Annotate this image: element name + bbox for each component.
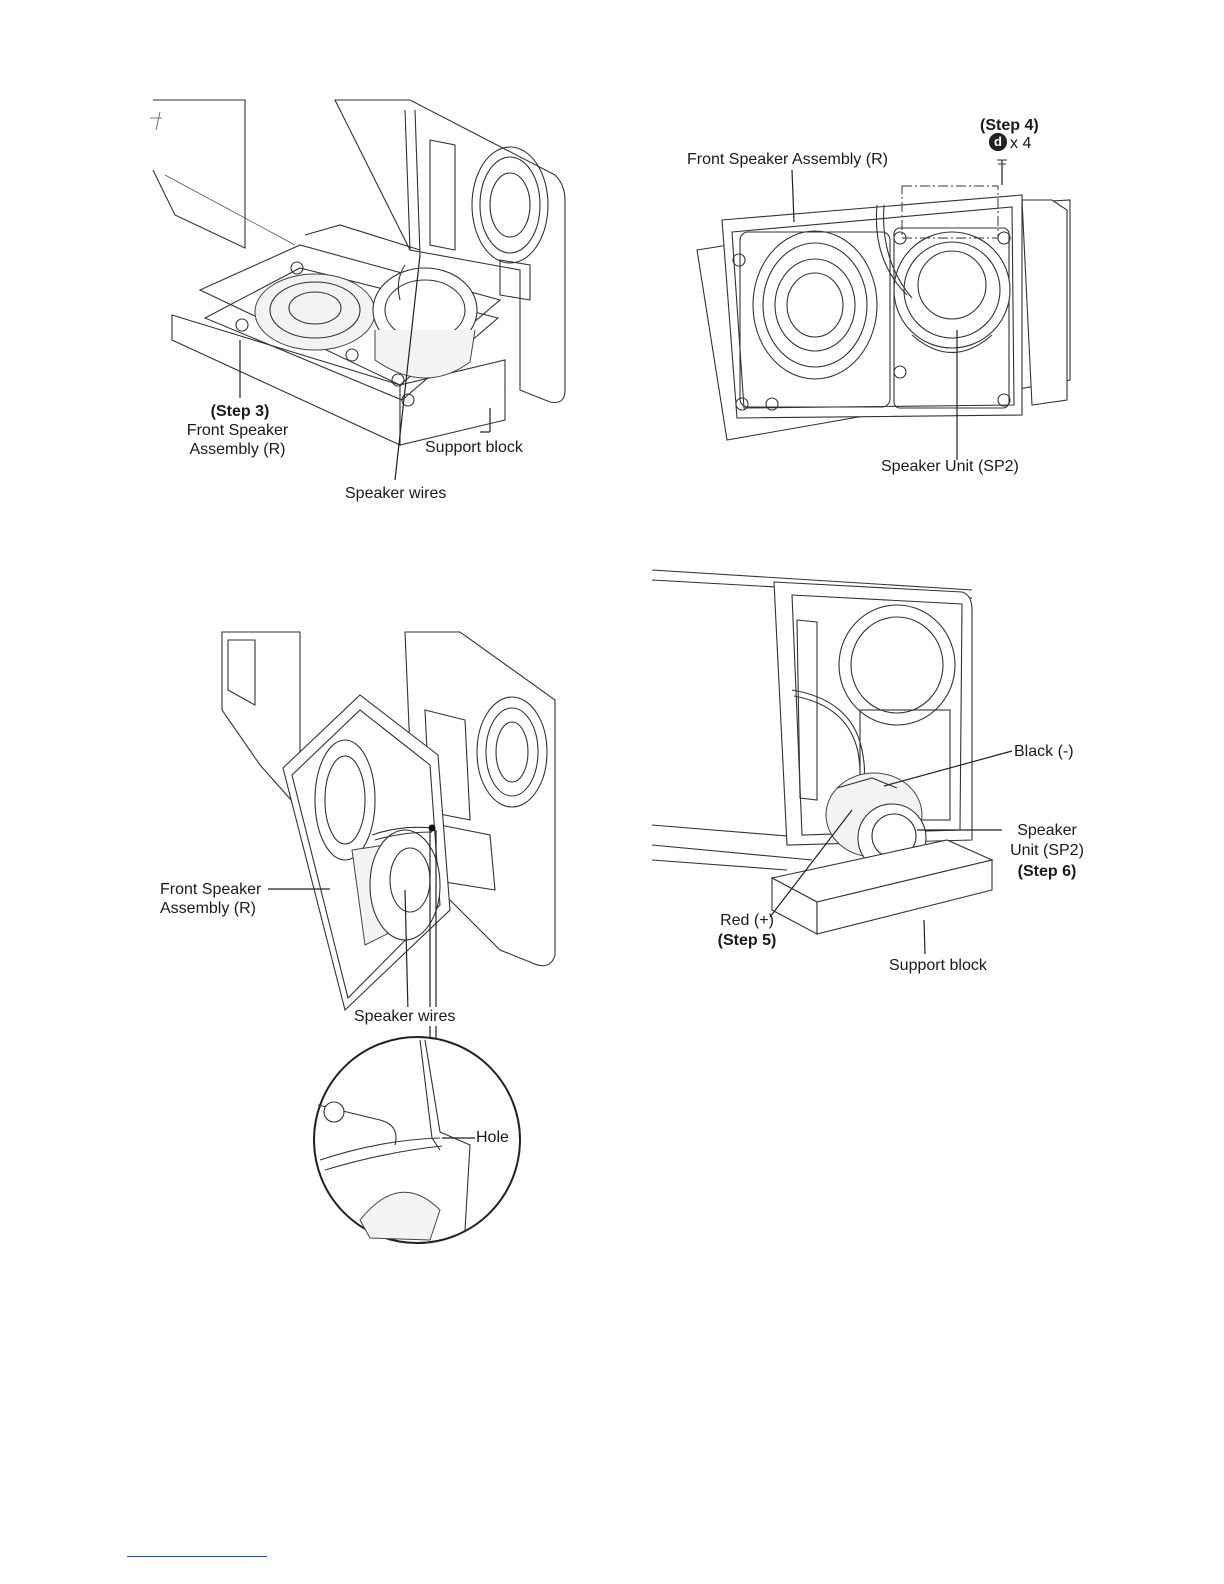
front-speaker-assembly-label-line1: Front Speaker (170, 421, 305, 440)
speaker-unit-label-line2: Unit (SP2) (997, 841, 1097, 860)
screw-count-label: x 4 (1010, 134, 1031, 153)
step5-6-illustration (612, 560, 1224, 1000)
hole-label: Hole (476, 1128, 509, 1147)
panel-wires-hole-diagram: Front Speaker Assembly (R) Speaker wires… (0, 560, 612, 1260)
black-wire-label: Black (-) (1014, 742, 1074, 761)
wires-hole-illustration (0, 560, 612, 1260)
screw-d-icon: d (989, 133, 1007, 151)
step4-label: (Step 4) (980, 116, 1039, 135)
front-speaker-assembly-label: Front Speaker Assembly (R) (687, 150, 888, 169)
step5-label: (Step 5) (707, 931, 787, 950)
front-speaker-assembly-label-line2: Assembly (R) (160, 899, 256, 918)
panel-step5-6-diagram: Black (-) Speaker Unit (SP2) (Step 6) Re… (612, 560, 1224, 1000)
support-block-label: Support block (425, 438, 523, 457)
panel-step4-diagram: (Step 4) d x 4 Front Speaker Assembly (R… (612, 0, 1224, 520)
panel-step3-diagram: (Step 3) Front Speaker Assembly (R) Supp… (0, 0, 612, 520)
red-wire-label: Red (+) (707, 911, 787, 930)
screw-icon-letter: d (994, 134, 1002, 149)
speaker-wires-label: Speaker wires (345, 484, 446, 503)
speaker-unit-label-line1: Speaker (997, 821, 1097, 840)
support-block-label: Support block (889, 956, 987, 975)
step3-label: (Step 3) (195, 402, 285, 421)
step4-illustration (612, 0, 1224, 520)
front-speaker-assembly-label-line2: Assembly (R) (170, 440, 305, 459)
speaker-wires-label: Speaker wires (354, 1007, 455, 1026)
speaker-unit-label: Speaker Unit (SP2) (881, 457, 1019, 476)
footer-link-underline[interactable] (127, 1556, 267, 1557)
front-speaker-assembly-label-line1: Front Speaker (160, 880, 261, 899)
step6-label: (Step 6) (997, 862, 1097, 881)
